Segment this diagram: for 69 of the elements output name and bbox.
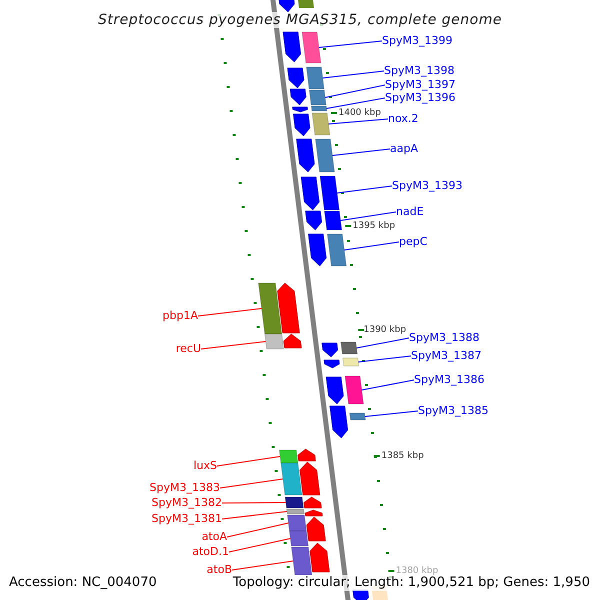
scale-label: 1390 kbp (364, 325, 406, 335)
gene-label: nox.2 (388, 112, 418, 125)
leader-line (328, 118, 388, 124)
leader-line (326, 98, 386, 109)
gene-block (287, 514, 307, 532)
gene-block (315, 138, 335, 172)
gene-block (327, 234, 347, 266)
gene-label: SpyM3_1393 (392, 179, 462, 192)
gene-label: SpyM3_1398 (384, 64, 454, 77)
leader-line (198, 308, 262, 316)
gene-block (320, 176, 340, 210)
gene-label: luxS (193, 459, 217, 472)
gene-block (312, 112, 330, 136)
leader-line (222, 511, 288, 520)
gene-label: SpyM3_1396 (385, 91, 456, 104)
gene-block (340, 342, 358, 354)
leader-line (318, 40, 382, 48)
leader-line (332, 148, 390, 156)
gene-label: atoB (206, 563, 232, 576)
gene-label: SpyM3_1387 (411, 349, 482, 362)
gene-label: SpyM3_1382 (152, 496, 222, 509)
gene-block (309, 90, 326, 106)
leader-line (322, 70, 384, 78)
gene-label: nadE (396, 205, 424, 218)
scale-label: 1395 kbp (352, 221, 396, 231)
gene-block (291, 546, 312, 576)
gene-block (349, 412, 366, 420)
leader-line (220, 478, 284, 488)
leader-line (324, 84, 386, 98)
gene-block (344, 376, 364, 404)
scale-label: 1400 kbp (338, 108, 381, 118)
leader-line (232, 560, 294, 570)
gene-block (302, 32, 322, 64)
leader-line (358, 356, 412, 362)
gene-label: SpyM3_1399 (382, 34, 452, 47)
gene-label: atoD.1 (192, 545, 229, 558)
gene-label: SpyM3_1385 (418, 404, 488, 417)
gene-label: pbp1A (162, 309, 198, 322)
leader-line (200, 341, 266, 350)
gene-block (289, 530, 309, 546)
gene-label: SpyM3_1381 (152, 512, 222, 525)
gene-label: atoA (202, 530, 227, 543)
gene-block (311, 106, 328, 112)
accession-text: Accession: NC_004070 (9, 575, 157, 591)
gene-block (306, 66, 324, 90)
gene-block (324, 210, 342, 230)
leader-line (222, 502, 286, 504)
leader-line (361, 380, 414, 390)
gene-label: aapA (390, 142, 418, 155)
gene-block (280, 462, 302, 496)
leader-line (226, 522, 289, 538)
gene-label: recU (176, 342, 201, 355)
leader-line (340, 212, 396, 221)
gene-label: pepC (399, 235, 428, 248)
scale-label: 1380 kbp (396, 566, 438, 576)
gene-block (342, 358, 360, 366)
gene-label: SpyM3_1386 (414, 373, 484, 386)
scale-label: 1385 kbp (381, 451, 424, 461)
gene-label: SpyM3_1388 (409, 331, 480, 344)
gene-label: SpyM3_1397 (385, 78, 456, 91)
gene-label: SpyM3_1383 (150, 481, 220, 494)
gene-block (286, 508, 305, 514)
genome-info-text: Topology: circular; Length: 1,900,521 bp; Genes: 1,950 (232, 575, 590, 591)
leader-line (336, 186, 392, 194)
leader-line (228, 538, 291, 552)
gene-block (258, 282, 282, 334)
leader-line (364, 410, 418, 417)
leader-line (356, 338, 410, 348)
leader-line (344, 242, 400, 250)
